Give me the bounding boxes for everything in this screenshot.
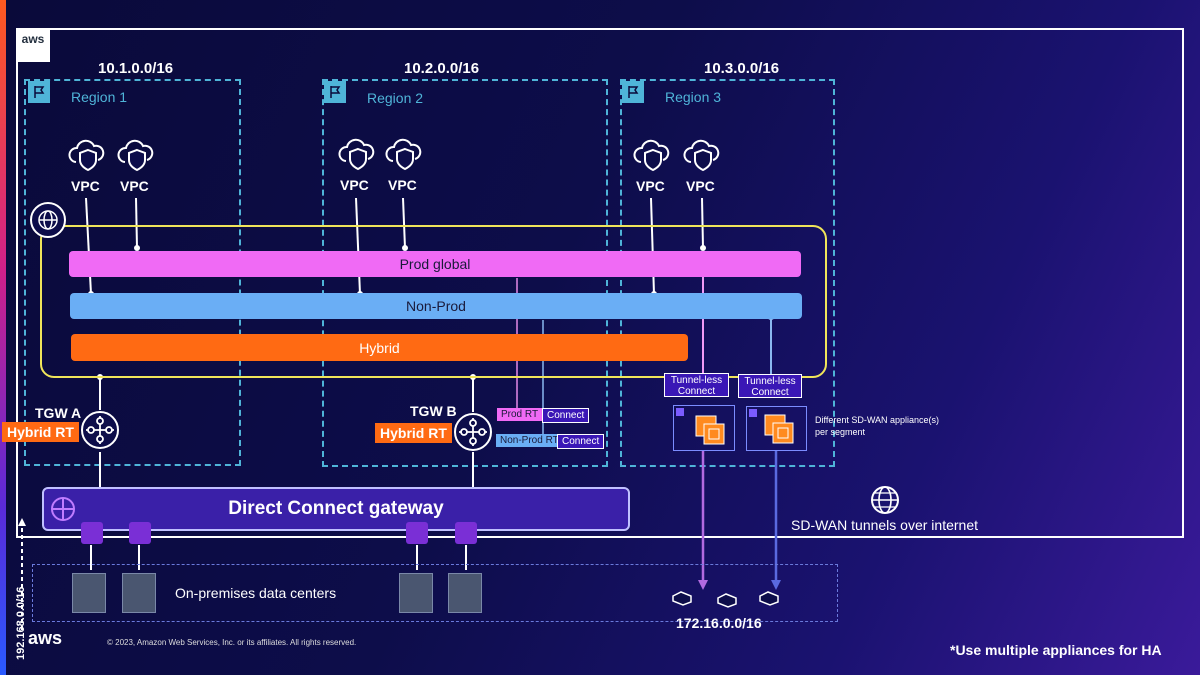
aws-badge-text: aws <box>21 32 45 46</box>
tgw-a-name: TGW A <box>35 405 82 421</box>
tunnel-less-connect-nonprod: Tunnel-less Connect <box>738 374 802 398</box>
building-icon <box>399 573 433 613</box>
region-3-label: Region 3 <box>665 89 722 105</box>
building-icon <box>122 573 156 613</box>
tgw-b-nonprod-rt: Non-Prod RT <box>496 434 563 447</box>
tgw-b-connect-1: Connect <box>542 408 590 423</box>
cloud-shield-icon <box>68 136 106 177</box>
building-icon <box>448 573 482 613</box>
direct-connect-icon <box>455 522 477 544</box>
branch-icon <box>716 592 738 613</box>
aws-badge: aws <box>16 28 50 62</box>
tgw-a-hybrid-rt: Hybrid RT <box>2 422 79 442</box>
region-1-cidr: 10.1.0.0/16 <box>98 60 174 77</box>
direct-connect-gateway: Direct Connect gateway <box>42 487 630 531</box>
region-1-label: Region 1 <box>71 89 128 105</box>
appliance-icon <box>676 408 725 445</box>
router-icon <box>453 412 493 457</box>
segment-nonprod-label: Non-Prod <box>406 298 466 314</box>
left-accent-bar <box>0 0 6 675</box>
building-icon <box>72 573 106 613</box>
globe-icon <box>30 202 66 238</box>
on-premises-cidr: 192.168.0.0/16 <box>15 586 27 660</box>
aws-logo: aws <box>28 628 63 648</box>
vpc-label: VPC <box>340 177 369 193</box>
cloud-shield-icon <box>633 136 671 177</box>
branch-icon <box>671 590 693 611</box>
region-2-cidr: 10.2.0.0/16 <box>404 60 480 77</box>
direct-connect-icon <box>406 522 428 544</box>
branch-icon <box>758 590 780 611</box>
region-flag-icon <box>622 81 644 103</box>
ha-note: *Use multiple appliances for HA <box>950 642 1162 658</box>
region-flag-icon <box>324 81 346 103</box>
direct-connect-gateway-icon <box>50 496 76 527</box>
vpc-label: VPC <box>71 178 100 194</box>
cloud-shield-icon <box>338 135 376 176</box>
tgw-b-connect-2: Connect <box>557 434 605 449</box>
vpc-label: VPC <box>686 178 715 194</box>
router-icon <box>80 410 120 455</box>
region-flag-icon <box>28 81 50 103</box>
sdwan-appliance-group-1 <box>673 405 735 451</box>
vpc-label: VPC <box>120 178 149 194</box>
internet-globe-icon <box>870 485 900 520</box>
region-3-cidr: 10.3.0.0/16 <box>704 60 780 77</box>
tunnel-less-connect-prod: Tunnel-less Connect <box>664 373 729 397</box>
cloud-shield-icon <box>385 135 423 176</box>
sdwan-internet-label: SD-WAN tunnels over internet <box>791 517 978 533</box>
cloud-wan-boundary <box>40 225 827 378</box>
sdwan-appliance-group-2 <box>746 406 807 451</box>
cloud-shield-icon <box>683 136 721 177</box>
on-premises-box <box>32 564 838 622</box>
direct-connect-icon <box>81 522 103 544</box>
vpc-label: VPC <box>636 178 665 194</box>
vpc-label: VPC <box>388 177 417 193</box>
segment-prod-global: Prod global <box>69 251 801 277</box>
region-2-label: Region 2 <box>367 90 424 106</box>
sdwan-note: Different SD-WAN appliance(s) per segmen… <box>815 415 940 437</box>
copyright: © 2023, Amazon Web Services, Inc. or its… <box>107 638 357 647</box>
segment-hybrid-label: Hybrid <box>359 339 400 356</box>
segment-prod-label: Prod global <box>399 256 471 272</box>
tgw-b-hybrid-rt: Hybrid RT <box>375 423 452 443</box>
on-premises-label: On-premises data centers <box>175 585 337 601</box>
segment-hybrid: Hybrid <box>71 334 688 361</box>
branch-cidr: 172.16.0.0/16 <box>676 615 762 631</box>
segment-non-prod: Non-Prod <box>70 293 802 319</box>
aws-cloud-frame <box>16 28 1184 538</box>
tgw-b-name: TGW B <box>410 403 457 419</box>
direct-connect-icon <box>129 522 151 544</box>
cloud-shield-icon <box>117 136 155 177</box>
tgw-b-prod-rt: Prod RT <box>497 408 543 421</box>
dcg-label: Direct Connect gateway <box>228 498 444 519</box>
appliance-icon <box>749 409 794 444</box>
